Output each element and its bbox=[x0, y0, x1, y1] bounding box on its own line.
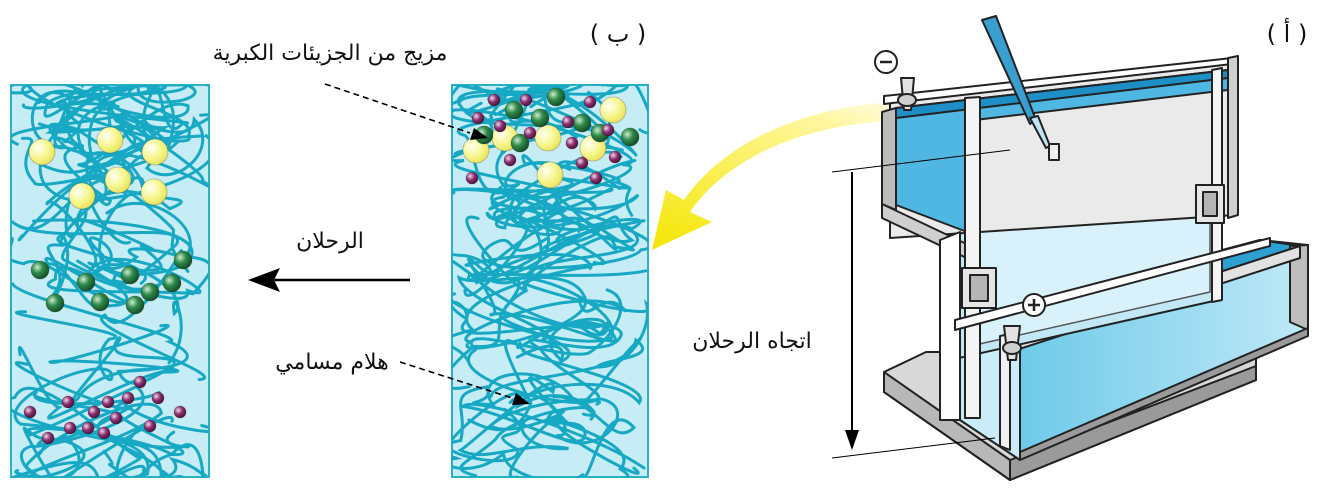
small-molecule bbox=[143, 419, 157, 433]
medium-molecule bbox=[140, 282, 160, 302]
small-molecule bbox=[97, 426, 111, 440]
large-molecule bbox=[28, 138, 56, 166]
gel-fiber bbox=[459, 398, 646, 470]
medium-molecule bbox=[90, 292, 110, 312]
molecule-beads bbox=[23, 126, 193, 445]
medium-molecule bbox=[173, 250, 193, 270]
large-molecule bbox=[104, 166, 132, 194]
gel-fiber bbox=[11, 237, 131, 308]
small-molecule bbox=[101, 395, 115, 409]
panel-label-b: ( ب ) bbox=[590, 20, 647, 48]
small-molecule bbox=[87, 405, 101, 419]
gel-fiber bbox=[466, 288, 623, 445]
small-molecule bbox=[601, 123, 615, 137]
plus-circle-icon bbox=[1022, 293, 1046, 317]
medium-molecule bbox=[510, 133, 530, 153]
medium-molecule bbox=[620, 127, 640, 147]
gel-fiber bbox=[485, 159, 640, 263]
small-molecule bbox=[503, 153, 517, 167]
gel-fiber bbox=[452, 186, 614, 266]
small-molecule bbox=[523, 126, 537, 140]
small-molecule bbox=[487, 93, 501, 107]
medium-molecule bbox=[76, 272, 96, 292]
molecule-beads bbox=[462, 87, 640, 189]
gel-fiber bbox=[452, 85, 634, 199]
negative-electrode bbox=[897, 77, 917, 111]
gel-column-mixture bbox=[451, 84, 649, 478]
small-molecule bbox=[565, 136, 579, 150]
small-molecule bbox=[575, 156, 589, 170]
mixture-label: مزيج من الجزيئات الكبرية bbox=[213, 41, 448, 66]
gel-fiber bbox=[467, 224, 639, 363]
positive-electrode bbox=[1002, 325, 1022, 361]
porous-gel-pointer bbox=[399, 361, 530, 405]
mixture-pointer bbox=[324, 83, 488, 140]
large-molecule bbox=[68, 182, 96, 210]
gel-fiber bbox=[47, 323, 180, 404]
medium-molecule bbox=[30, 260, 50, 280]
medium-molecule bbox=[572, 113, 592, 133]
small-molecule bbox=[151, 391, 165, 405]
small-molecule bbox=[561, 115, 575, 129]
small-molecule bbox=[589, 171, 603, 185]
gel-fiber bbox=[13, 310, 181, 477]
small-molecule bbox=[493, 119, 507, 133]
small-molecule bbox=[23, 405, 37, 419]
small-molecule bbox=[81, 421, 95, 435]
small-molecule bbox=[61, 395, 75, 409]
small-molecule bbox=[465, 171, 479, 185]
migration-label: الرحلان bbox=[296, 229, 364, 254]
small-molecule bbox=[109, 411, 123, 425]
gel-fibers bbox=[11, 85, 209, 477]
large-molecule bbox=[140, 178, 168, 206]
gel-fiber bbox=[452, 391, 630, 477]
small-molecule bbox=[608, 150, 622, 164]
medium-molecule bbox=[125, 295, 145, 315]
medium-molecule bbox=[504, 100, 524, 120]
minus-circle-icon bbox=[874, 50, 898, 74]
gel-fiber bbox=[32, 187, 194, 273]
gel-fiber bbox=[46, 249, 209, 381]
electrophoresis-apparatus bbox=[881, 15, 1309, 481]
small-molecule bbox=[133, 375, 147, 389]
large-molecule bbox=[599, 96, 627, 124]
direction-arrow bbox=[831, 149, 1011, 459]
gel-fiber bbox=[465, 215, 648, 398]
small-molecule bbox=[173, 405, 187, 419]
medium-molecule bbox=[45, 293, 65, 313]
small-molecule bbox=[121, 391, 135, 405]
small-molecule bbox=[583, 95, 597, 109]
gel-fiber bbox=[452, 276, 614, 364]
large-molecule bbox=[534, 124, 562, 152]
small-molecule bbox=[63, 421, 77, 435]
medium-molecule bbox=[530, 108, 550, 128]
gel-fiber bbox=[457, 376, 640, 475]
medium-molecule bbox=[120, 265, 140, 285]
gel-fiber bbox=[495, 85, 570, 208]
small-molecule bbox=[471, 111, 485, 125]
gel-fiber bbox=[20, 383, 174, 477]
medium-molecule bbox=[546, 87, 566, 107]
large-molecule bbox=[96, 126, 124, 154]
porous-gel-label: هلام مسامي bbox=[275, 350, 389, 375]
gel-fiber bbox=[11, 282, 189, 420]
migration-arrow bbox=[248, 268, 410, 292]
gel-fiber bbox=[452, 219, 646, 363]
gel-fiber bbox=[456, 274, 628, 350]
direction-label: اتجاه الرحلان bbox=[692, 329, 812, 354]
gel-fiber bbox=[17, 174, 202, 300]
gel-fiber bbox=[452, 372, 574, 463]
medium-molecule bbox=[162, 273, 182, 293]
small-molecule bbox=[519, 93, 533, 107]
panel-label-a: ( أ ) bbox=[1267, 18, 1308, 48]
large-molecule bbox=[141, 138, 169, 166]
gel-fiber bbox=[11, 386, 190, 477]
large-molecule bbox=[536, 161, 564, 189]
small-molecule bbox=[41, 431, 55, 445]
gel-column-separated bbox=[10, 84, 210, 478]
